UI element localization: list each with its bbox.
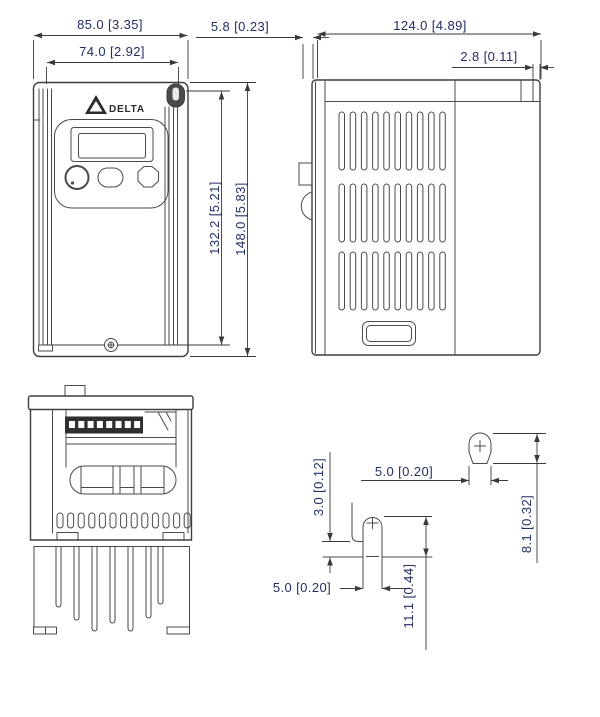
dim-keyhole-width: 5.0 [0.20] — [361, 464, 508, 485]
dim-front-overall-height: 148.0 [5.83] — [190, 82, 256, 357]
dim-slot-edge-offset: 3.0 [0.12] — [311, 452, 350, 573]
bottom-foot-left — [56, 532, 79, 541]
dim-side-overall-depth: 124.0 [4.89] — [317, 18, 542, 79]
display-bezel — [70, 127, 154, 162]
bottom-angled-piece — [157, 411, 169, 431]
front-mount-width-label: 74.0 [2.92] — [79, 44, 145, 59]
dim-front-mounting-width: 74.0 [2.92] — [46, 44, 179, 84]
keypad-outline — [54, 119, 169, 209]
keypad-panel — [54, 119, 169, 209]
dim-front-overall-width: 85.0 [3.35] — [33, 17, 189, 79]
brand-wordmark: DELTA — [109, 104, 145, 115]
cable-clamp — [69, 465, 177, 495]
keypad-button-right — [137, 166, 159, 188]
bottom-view — [27, 385, 194, 635]
dim-keyhole-height: 8.1 [0.32] — [493, 433, 546, 563]
dim-side-rear-tab: 2.8 [0.11] — [452, 49, 554, 80]
display-screen — [78, 133, 146, 159]
front-view: DELTA — [32, 81, 230, 358]
bottom-front-plate — [27, 395, 194, 411]
slot-width-label: 5.0 [0.20] — [273, 580, 331, 595]
slot-edge-offset-label: 3.0 [0.12] — [311, 458, 326, 516]
side-vent-slots — [338, 111, 446, 311]
slot-step-profile — [351, 502, 364, 542]
keypad-button-left — [97, 167, 124, 188]
side-rear-tab-label: 2.8 [0.11] — [460, 49, 517, 64]
front-height-label: 148.0 [5.83] — [233, 182, 248, 255]
potentiometer-knob — [64, 165, 90, 190]
bottom-foot-right — [162, 532, 185, 541]
knob-marker-dot — [70, 181, 75, 185]
side-thumb-notch — [300, 191, 313, 221]
keyhole-width-label: 5.0 [0.20] — [375, 464, 433, 479]
side-body-outline — [311, 79, 541, 356]
bottom-screw — [104, 338, 118, 352]
front-right-rails — [164, 106, 178, 346]
slot-depth-label: 11.1 [0.44] — [401, 564, 416, 629]
front-left-rails — [33, 88, 53, 352]
side-depth-label: 124.0 [4.89] — [393, 18, 466, 33]
keyhole-shape — [468, 432, 492, 464]
front-width-label: 85.0 [3.35] — [77, 17, 143, 32]
dim-slot-width: 5.0 [0.20] — [273, 580, 406, 595]
front-body-outline — [32, 81, 189, 358]
bottom-top-tab — [64, 385, 86, 397]
side-nameplate — [362, 321, 416, 346]
front-mount-height-label: 132.2 [5.21] — [207, 181, 222, 254]
heatsink-fins — [33, 546, 190, 635]
side-tab-depth-label: 5.8 [0.23] — [211, 19, 269, 34]
keyhole-height-label: 8.1 [0.32] — [519, 495, 534, 553]
side-mount-tab — [298, 162, 313, 186]
delta-logo: DELTA — [85, 95, 145, 115]
bottom-oval-vents — [56, 512, 191, 529]
top-mount-keyhole — [166, 83, 185, 108]
side-view — [298, 79, 541, 356]
mount-detail-top-hole: 5.0 [0.20] 8.1 [0.32] — [361, 432, 546, 563]
terminal-block — [65, 416, 143, 434]
dim-side-front-tab: 5.8 [0.23] — [196, 19, 329, 79]
dim-front-mounting-height: 132.2 [5.21] — [186, 90, 230, 345]
dim-slot-depth: 11.1 [0.44] — [384, 516, 432, 650]
mount-detail-bottom-slot: 3.0 [0.12] 5.0 [0.20] 11.1 [0.44] — [273, 452, 433, 650]
